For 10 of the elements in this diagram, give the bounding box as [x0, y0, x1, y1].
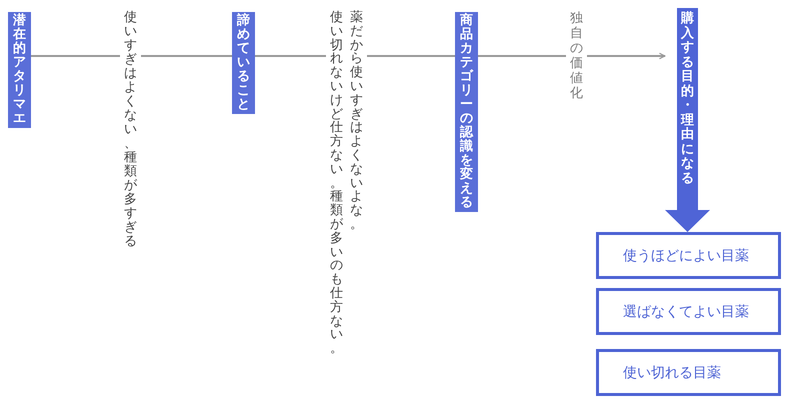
down-arrow: 購入する目的・理由になる: [665, 8, 710, 232]
category-box: 商品カテゴリーの認識を変える: [455, 12, 478, 212]
result-box: 選ばなくてよい目薬: [596, 288, 781, 335]
category-box: 潜在的アタリマエ: [8, 12, 31, 128]
result-box: 使うほどによい目薬: [596, 232, 781, 279]
arrow: [478, 52, 666, 60]
result-box: 使い切れる目薬: [596, 349, 781, 396]
connector-line: [31, 55, 232, 57]
category-box: 諦めていること: [232, 12, 255, 114]
edge-label: 独自の価値化: [566, 10, 587, 102]
